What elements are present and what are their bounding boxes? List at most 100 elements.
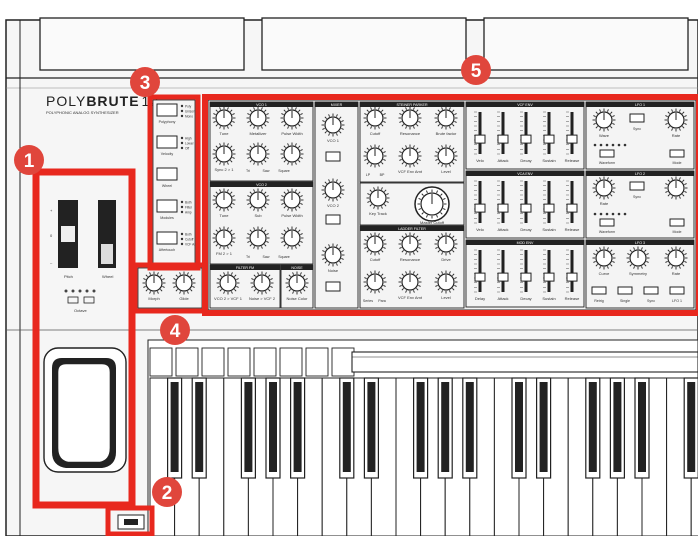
knob-tick xyxy=(426,214,428,218)
slider-cap[interactable] xyxy=(520,272,532,282)
knob[interactable] xyxy=(398,144,422,168)
knob[interactable] xyxy=(417,189,447,219)
slider-cap[interactable] xyxy=(497,134,509,144)
knob-tick xyxy=(667,249,670,252)
knob[interactable] xyxy=(212,142,236,166)
knob[interactable] xyxy=(321,113,345,137)
slider-cap[interactable] xyxy=(566,272,578,282)
mixer-button[interactable] xyxy=(325,281,341,292)
slider-cap[interactable] xyxy=(520,134,532,144)
lfo-mode-button[interactable] xyxy=(669,149,685,158)
knob-tick xyxy=(373,206,375,209)
callout-circle xyxy=(14,145,44,175)
mixer-button[interactable] xyxy=(325,151,341,162)
mode-button[interactable] xyxy=(156,135,178,149)
knob[interactable] xyxy=(280,106,304,130)
knob[interactable] xyxy=(366,186,390,210)
knob[interactable] xyxy=(246,106,270,130)
knob[interactable] xyxy=(246,142,270,166)
knob[interactable] xyxy=(363,270,387,294)
knob[interactable] xyxy=(592,108,616,132)
slider-cap[interactable] xyxy=(497,272,509,282)
knob[interactable] xyxy=(285,271,309,295)
knob-tick xyxy=(281,195,284,197)
knob-tick xyxy=(599,177,601,180)
knob[interactable] xyxy=(212,226,236,250)
knob-tick xyxy=(219,126,221,129)
lfo-mode-button[interactable] xyxy=(669,218,685,227)
knob[interactable] xyxy=(398,270,422,294)
knob[interactable] xyxy=(280,188,304,212)
lfo3-button[interactable] xyxy=(669,286,685,295)
mode-button[interactable] xyxy=(156,103,178,117)
knob[interactable] xyxy=(363,144,387,168)
knob-tick xyxy=(324,196,327,199)
knob[interactable] xyxy=(398,232,422,256)
slider-cap[interactable] xyxy=(474,203,486,213)
knob[interactable] xyxy=(280,142,304,166)
lfo-sync-button[interactable] xyxy=(629,113,645,123)
knob-tick xyxy=(454,121,457,123)
slider-cap[interactable] xyxy=(543,134,555,144)
knob-label: Sync 2 > 1 xyxy=(214,167,234,172)
knob-tick xyxy=(219,227,221,230)
knob-tick xyxy=(440,212,443,215)
lfo3-button[interactable] xyxy=(591,286,607,295)
ribbon-strip[interactable] xyxy=(351,351,698,373)
knob[interactable] xyxy=(398,106,422,130)
knob[interactable] xyxy=(142,271,166,295)
knob[interactable] xyxy=(246,226,270,250)
lfo-led xyxy=(605,143,609,147)
mode-button[interactable] xyxy=(156,231,178,245)
knob[interactable] xyxy=(592,176,616,200)
knob[interactable] xyxy=(363,232,387,256)
knob-tick xyxy=(593,253,596,255)
mixer-button[interactable] xyxy=(325,214,341,225)
knob-tick xyxy=(370,252,372,255)
slider-cap[interactable] xyxy=(543,203,555,213)
lfo-wave-button[interactable] xyxy=(599,218,615,227)
slider-cap[interactable] xyxy=(566,203,578,213)
slider-cap[interactable] xyxy=(497,203,509,213)
knob[interactable] xyxy=(250,271,274,295)
knob[interactable] xyxy=(212,188,236,212)
slider-cap[interactable] xyxy=(520,203,532,213)
lfo-wave-button[interactable] xyxy=(599,149,615,158)
knob-tick xyxy=(383,121,386,123)
slider-label: Attack xyxy=(497,227,508,232)
knob[interactable] xyxy=(626,246,650,270)
knob[interactable] xyxy=(280,226,304,250)
knob-tick xyxy=(671,196,673,199)
slider-cap[interactable] xyxy=(474,272,486,282)
knob[interactable] xyxy=(434,106,458,130)
mode-button[interactable] xyxy=(156,199,178,213)
knob[interactable] xyxy=(434,270,458,294)
knob[interactable] xyxy=(434,144,458,168)
slider-cap[interactable] xyxy=(566,134,578,144)
knob[interactable] xyxy=(363,106,387,130)
slider-cap[interactable] xyxy=(543,272,555,282)
knob[interactable] xyxy=(321,178,345,202)
knob[interactable] xyxy=(592,246,616,270)
knob[interactable] xyxy=(321,243,345,267)
octave-down-button[interactable] xyxy=(67,296,79,304)
slider-track xyxy=(501,250,505,292)
lfo3-button[interactable] xyxy=(643,286,659,295)
knob[interactable] xyxy=(434,232,458,256)
mode-led xyxy=(180,104,184,108)
knob[interactable] xyxy=(664,176,688,200)
black-key-top xyxy=(244,382,253,472)
knob[interactable] xyxy=(664,108,688,132)
lfo3-button[interactable] xyxy=(617,286,633,295)
knob[interactable] xyxy=(664,246,688,270)
knob-tick xyxy=(401,162,404,165)
mode-button[interactable] xyxy=(156,167,178,181)
lfo-sync-button[interactable] xyxy=(629,181,645,191)
knob-tick xyxy=(416,109,419,112)
octave-up-button[interactable] xyxy=(83,296,95,304)
knob[interactable] xyxy=(172,271,196,295)
knob[interactable] xyxy=(246,188,270,212)
knob[interactable] xyxy=(212,106,236,130)
knob[interactable] xyxy=(216,271,240,295)
slider-cap[interactable] xyxy=(474,134,486,144)
